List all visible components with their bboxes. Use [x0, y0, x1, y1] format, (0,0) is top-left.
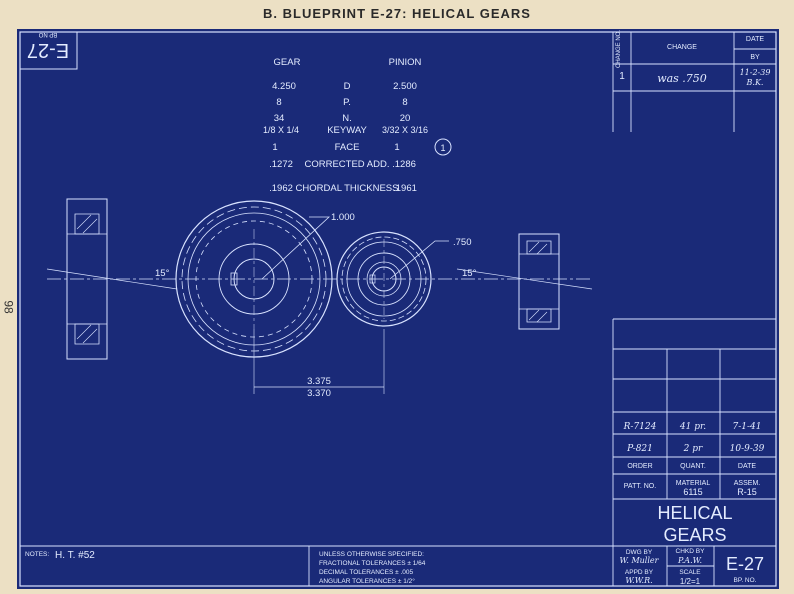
- date-header: DATE: [746, 36, 764, 43]
- spec-pinion-keyway: 3/32 X 3/16: [382, 125, 428, 135]
- center-distance-dimension: 3.375 3.370: [253, 329, 385, 399]
- spec-gear-chordal: .1962: [269, 183, 293, 194]
- title-line2: GEARS: [663, 525, 726, 545]
- tolerance-line1: UNLESS OTHERWISE SPECIFIED:: [319, 551, 424, 558]
- pinion-side-section: [518, 233, 560, 330]
- change-no-header: CHANGE NO.: [616, 30, 622, 68]
- order-row1-quant: 41 pr.: [679, 422, 706, 432]
- chkd-by-value: P.A.W.: [677, 556, 702, 565]
- material-label: MATERIAL: [676, 480, 711, 487]
- blueprint-sheet: E-27 BP NO GEAR PINION 4.250 D 2.500 8 P…: [17, 29, 779, 589]
- spec-gear-keyway: 1/8 X 1/4: [263, 125, 299, 135]
- page-heading: B. BLUEPRINT E-27: HELICAL GEARS: [263, 6, 531, 21]
- angle-right-label: 15°: [462, 268, 477, 279]
- angle-left-label: 15°: [155, 268, 170, 279]
- angle-line-right: [456, 268, 593, 290]
- spec-pinion-face: 1: [394, 142, 399, 153]
- gear-dim-leader: [261, 216, 331, 280]
- change-block: CHANGE NO. CHANGE DATE BY 1 was .750 11-…: [612, 30, 776, 132]
- corner-number: E-27: [27, 39, 69, 61]
- order-row2-quant: 2 pr: [683, 444, 703, 454]
- spec-label-keyway: KEYWAY: [327, 125, 367, 136]
- order-col-label: ORDER: [627, 463, 652, 470]
- spec-col-pinion: PINION: [389, 57, 422, 68]
- order-row2-order: P-821: [626, 444, 653, 454]
- corner-number-box: E-27 BP NO: [20, 31, 78, 70]
- spec-label-add: CORRECTED ADD.: [305, 159, 390, 170]
- pinion-dim-leader: [389, 240, 449, 280]
- notes-value: H. T. #52: [55, 550, 95, 561]
- change-marker-circle: [434, 138, 452, 156]
- patt-no-label: PATT. NO.: [624, 483, 656, 490]
- tolerance-line4: ANGULAR TOLERANCES ± 1/2°: [319, 577, 415, 585]
- spec-pinion-chordal: .1961: [393, 183, 417, 194]
- order-block: R-7124 41 pr. 7-1-41 P-821 2 pr 10-9-39 …: [612, 318, 776, 586]
- scale-value: 1/2=1: [680, 577, 701, 586]
- bottom-strip: NOTES: H. T. #52 UNLESS OTHERWISE SPECIF…: [20, 545, 613, 586]
- spec-label-d: D: [344, 81, 351, 92]
- spec-col-gear: GEAR: [274, 57, 301, 68]
- order-row1-date: 7-1-41: [733, 422, 762, 432]
- appd-by-value: W.W.R.: [625, 576, 652, 585]
- spec-gear-p: 8: [276, 97, 281, 108]
- spec-pinion-n: 20: [400, 113, 411, 124]
- notes-label: NOTES:: [25, 551, 49, 558]
- dwg-by-value: W. Muller: [620, 556, 660, 565]
- pinion-dim-label: .750: [453, 237, 472, 248]
- center-distance-lower: 3.370: [307, 388, 331, 399]
- order-row2-date: 10-9-39: [730, 444, 765, 454]
- material-value: 6115: [683, 487, 702, 497]
- change-header: CHANGE: [667, 44, 697, 51]
- gear-side-section: [66, 198, 108, 360]
- spec-table: GEAR PINION 4.250 D 2.500 8 P. 8 34 N. 2…: [263, 57, 452, 194]
- spec-gear-n: 34: [274, 113, 285, 124]
- change-entry-no: 1: [619, 71, 625, 82]
- spec-label-p: P.: [343, 97, 351, 108]
- center-distance-upper: 3.375: [307, 376, 331, 387]
- spec-gear-add: .1272: [269, 159, 293, 170]
- order-row1-order: R-7124: [623, 422, 657, 432]
- title-block: PATT. NO. MATERIAL 6115 ASSEM. R-15 HELI…: [613, 480, 776, 586]
- blueprint-drawing: E-27 BP NO GEAR PINION 4.250 D 2.500 8 P…: [19, 30, 777, 587]
- spec-label-face: FACE: [335, 142, 360, 153]
- scale-label: SCALE: [679, 569, 701, 576]
- assem-value: R-15: [737, 487, 757, 497]
- dwg-by-label: DWG BY: [626, 549, 653, 556]
- spec-gear-face: 1: [272, 142, 277, 153]
- change-entry-by: B.K.: [746, 78, 764, 87]
- gear-dim-label: 1.000: [331, 212, 355, 223]
- spec-gear-d: 4.250: [272, 81, 296, 92]
- title-line1: HELICAL: [657, 503, 732, 523]
- quant-col-label: QUANT.: [680, 463, 706, 470]
- change-marker: 1: [440, 143, 445, 153]
- pinion-front-view: [336, 231, 432, 327]
- change-entry-date: 11-2-39: [740, 68, 771, 77]
- page-number: 98: [1, 300, 16, 314]
- order-date-col-label: DATE: [738, 463, 756, 470]
- by-header: BY: [750, 54, 760, 61]
- tolerance-line2: FRACTIONAL TOLERANCES ± 1/64: [319, 560, 426, 567]
- chkd-by-label: CHKD BY: [676, 548, 706, 555]
- bp-number: E-27: [726, 554, 764, 574]
- spec-pinion-p: 8: [402, 97, 407, 108]
- spec-pinion-add: .1286: [392, 159, 416, 170]
- tolerance-line3: DECIMAL TOLERANCES ± .005: [319, 569, 414, 576]
- bp-number-label: BP. NO.: [733, 577, 756, 584]
- angle-line-left: [46, 268, 178, 290]
- assem-label: ASSEM.: [734, 480, 761, 487]
- corner-label: BP NO: [38, 31, 57, 37]
- sheet-border: [19, 31, 777, 587]
- change-entry-text: was .750: [657, 72, 707, 85]
- spec-label-chordal: CHORDAL THICKNESS: [296, 183, 399, 194]
- spec-pinion-d: 2.500: [393, 81, 417, 92]
- spec-label-n: N.: [342, 113, 352, 124]
- appd-by-label: APPD BY: [625, 569, 654, 576]
